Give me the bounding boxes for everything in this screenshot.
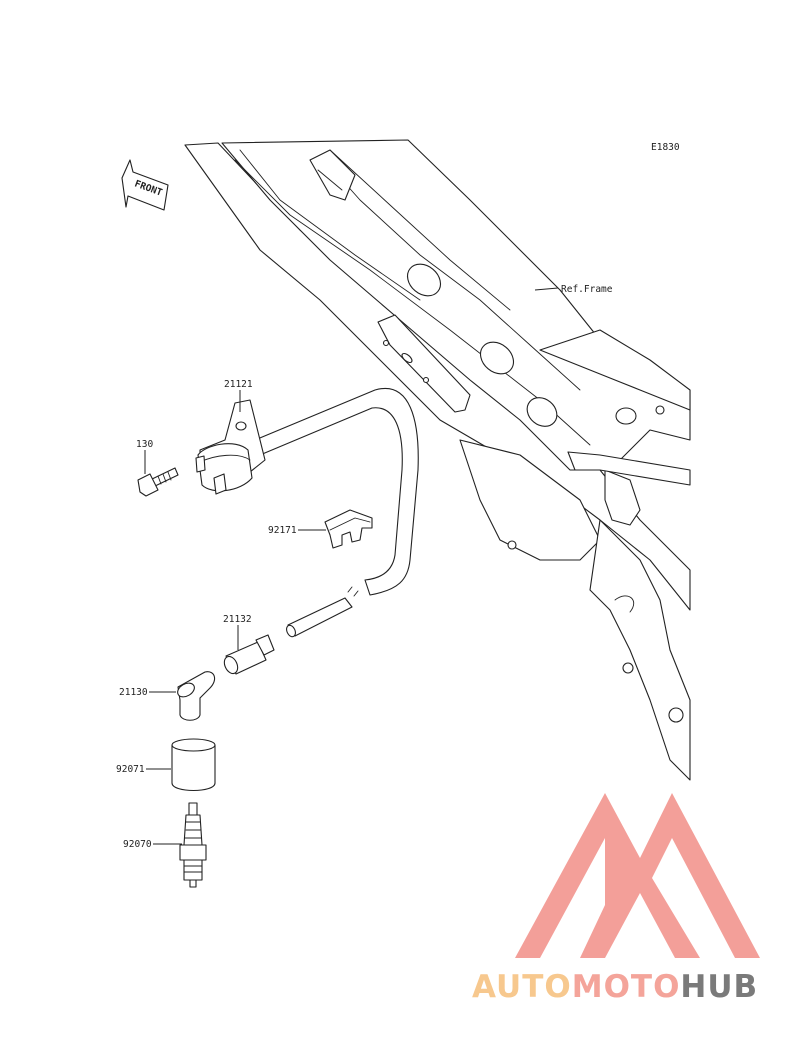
watermark-auto: AUTO [472,969,572,1005]
part-label-92171: 92171 [268,525,297,536]
ignition-coil [195,314,471,495]
watermark-hub: HUB [680,969,758,1005]
part-label-92070: 92070 [123,839,152,850]
plug-cap [177,671,216,721]
part-label-21132: 21132 [223,614,252,625]
cap-boot [223,634,275,675]
watermark-moto: MOTO [572,969,681,1005]
part-label-92071: 92071 [116,764,145,775]
part-label-21121: 21121 [224,379,253,390]
clamp [324,509,373,549]
spark-plug [179,802,207,888]
plug-cable [254,387,419,638]
ref-frame-label: Ref.Frame [561,284,613,295]
part-label-130: 130 [136,439,153,450]
front-arrow-icon: FRONT [121,159,169,211]
diagram-code: E1830 [651,142,680,153]
watermark-text: AUTOMOTOHUB [472,969,758,1005]
seal [171,738,216,792]
part-label-21130: 21130 [119,687,148,698]
watermark-logo [515,793,760,958]
bolt [137,467,179,497]
